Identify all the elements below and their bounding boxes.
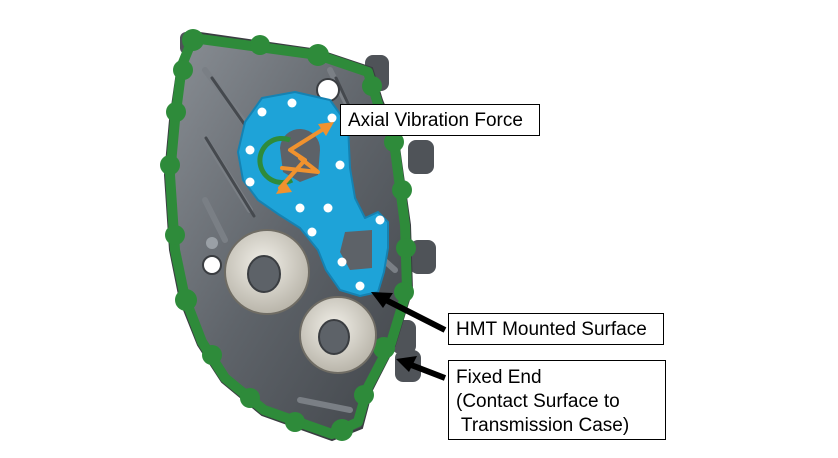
fixed-end-label-line1: Fixed End [456,367,542,388]
fixed-end-label-line2: (Contact Surface to [456,391,620,412]
hmt-mounted-surface-label: HMT Mounted Surface [448,313,664,345]
black-arrow-icon [380,295,447,381]
bearing-lower [299,296,377,374]
fixed-end-pointer-head [396,356,417,372]
bearing-upper [224,229,310,315]
fixed-end-bolt-bosses [160,29,416,441]
shaft-seal-arc [257,135,294,185]
zigzag-arrow-icon [276,122,334,194]
axial-vibration-force-label: Axial Vibration Force [340,104,540,136]
fixed-end-pointer-line [404,360,447,381]
fixed-end-label: Fixed End (Contact Surface to Transmissi… [448,360,666,440]
hmt-pointer-line [380,295,447,333]
fixed-end-label-line3: Transmission Case) [456,415,630,436]
hmt-pointer-head [371,292,393,308]
